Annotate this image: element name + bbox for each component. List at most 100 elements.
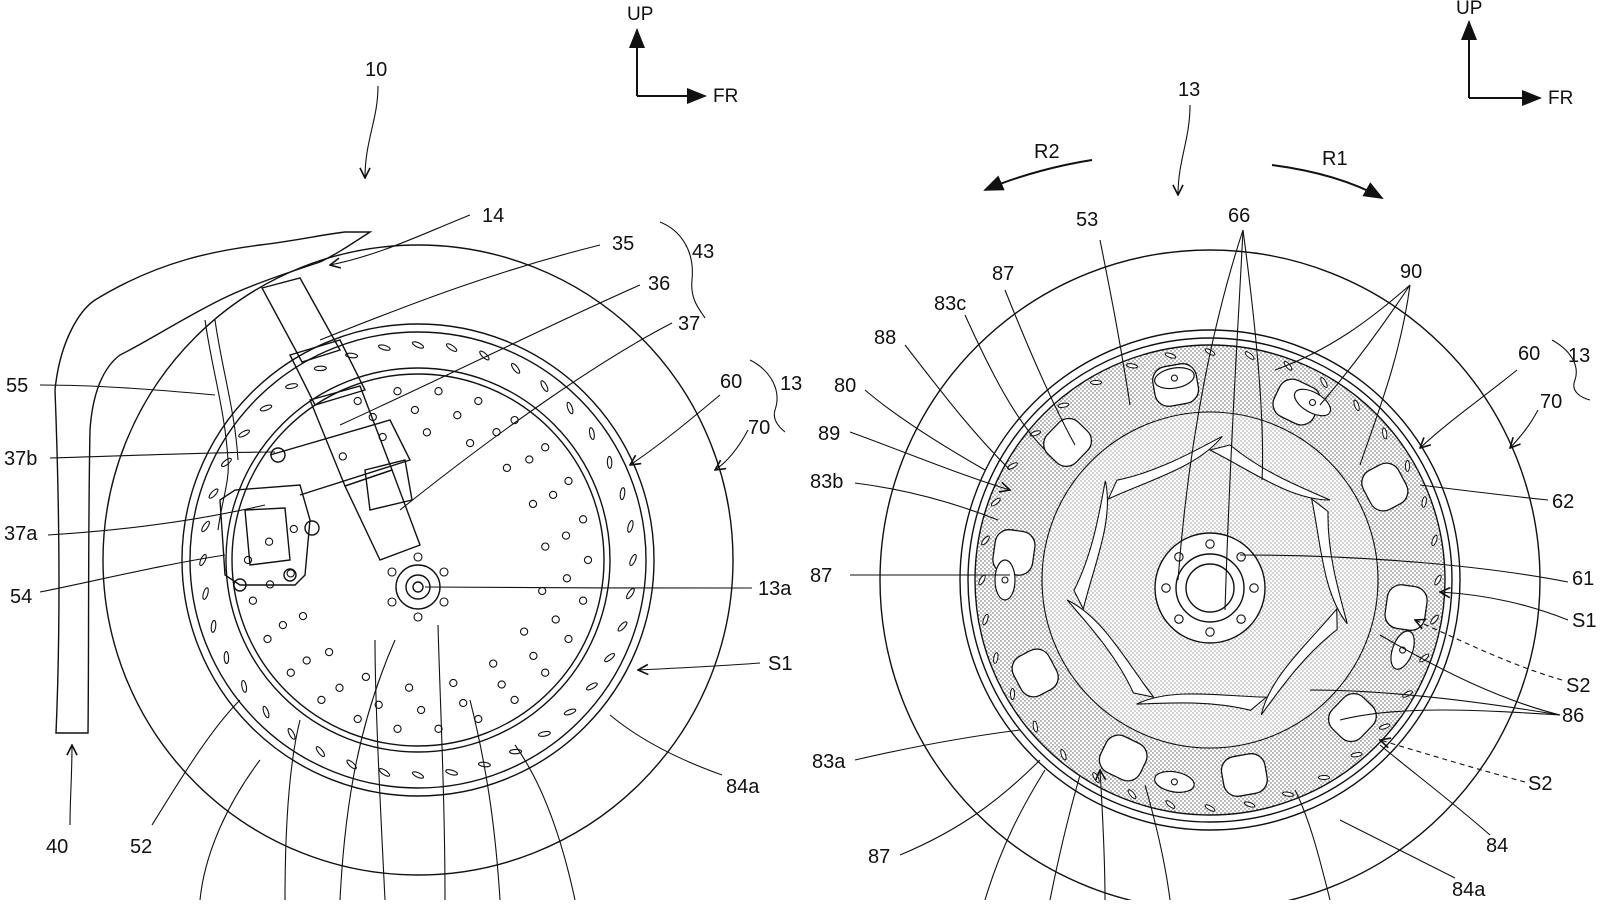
disc-hole (580, 597, 587, 604)
disc-hole (303, 657, 310, 664)
disc-hole (394, 725, 401, 732)
disc-hole (475, 397, 482, 404)
label-14: 14 (482, 205, 504, 227)
label-13-right: 13 (1568, 345, 1590, 367)
left-disc-holes (244, 388, 591, 733)
disc-hole (423, 429, 430, 436)
disc-hole (244, 556, 251, 563)
disc-slot (540, 380, 550, 393)
hub-bolt (440, 568, 448, 576)
label-S2-lower: S2 (1528, 773, 1552, 795)
disc-hole (584, 556, 591, 563)
disc-slot (262, 706, 270, 719)
disc-hole (418, 706, 425, 713)
disc-hole (326, 649, 333, 656)
disc-hole (467, 440, 474, 447)
hub-bolt (388, 598, 396, 606)
disc-slot (315, 746, 326, 758)
left-callouts: 10 14 35 36 37 43 55 37b 37a 54 60 13 (4, 59, 802, 900)
label-80: 80 (834, 375, 856, 397)
hub-bolt (1237, 553, 1245, 561)
disc-slot (607, 456, 612, 468)
label-70-right: 70 (1540, 391, 1562, 413)
disc-hole (552, 616, 559, 623)
hub-bolt (1237, 615, 1245, 623)
label-60-left: 60 (720, 371, 742, 393)
label-40: 40 (46, 836, 68, 858)
disc-hole (299, 613, 306, 620)
disc-hole (542, 444, 549, 451)
disc-slot (445, 342, 457, 352)
label-S1-right: S1 (1572, 610, 1596, 632)
hub-bolt (388, 568, 396, 576)
left-direction-indicator: UP FR (627, 4, 738, 107)
disc-slot (200, 520, 210, 532)
disc-hole (550, 491, 557, 498)
disc-hole (336, 684, 343, 691)
left-rim-inner (190, 332, 646, 788)
disc-slot (589, 427, 596, 440)
label-52: 52 (130, 836, 152, 858)
left-figure-side-view: UP FR (4, 4, 802, 900)
label-83a: 83a (812, 751, 846, 773)
disc-hole (264, 635, 271, 642)
disc-slot (378, 767, 390, 777)
disc-slot (604, 652, 616, 663)
disc-slot (620, 487, 626, 499)
label-88: 88 (874, 327, 896, 349)
label-60-right: 60 (1518, 343, 1540, 365)
disc-slot (238, 429, 251, 439)
disc-slot (412, 340, 425, 349)
label-13a: 13a (758, 578, 792, 600)
hub-bolt (414, 613, 422, 621)
label-10: 10 (365, 59, 387, 81)
disc-slot (627, 520, 635, 533)
label-37a: 37a (4, 523, 38, 545)
left-up-label: UP (627, 4, 653, 25)
label-37b: 37b (4, 448, 37, 470)
label-86: 86 (1562, 705, 1584, 727)
disc-hole (565, 635, 572, 642)
disc-hole (287, 570, 294, 577)
disc-hole (287, 669, 294, 676)
disc-slot (1011, 689, 1015, 700)
disc-hole (406, 684, 413, 691)
label-90: 90 (1400, 261, 1422, 283)
disc-hole (539, 587, 546, 594)
hub-bolt (1175, 553, 1183, 561)
disc-hole (521, 628, 528, 635)
disc-hole (394, 388, 401, 395)
hub-bolt (414, 553, 422, 561)
disc-hole (526, 456, 533, 463)
label-61: 61 (1572, 568, 1594, 590)
disc-hole (580, 516, 587, 523)
label-87-bottom: 87 (868, 846, 890, 868)
disc-slot (224, 652, 229, 664)
hub-bolt (1206, 628, 1214, 636)
disc-slot (208, 488, 219, 500)
label-84a-left: 84a (726, 776, 760, 798)
disc-hole (450, 679, 457, 686)
hub-bolt (1162, 584, 1170, 592)
left-brake-hose (205, 320, 228, 530)
left-brake-caliper (220, 420, 410, 591)
disc-hole (266, 538, 273, 545)
right-figure-side-view: UP FR R2 R1 (810, 0, 1596, 900)
label-S1-left: S1 (768, 653, 792, 675)
disc-hole (279, 622, 286, 629)
disc-slot (445, 769, 458, 777)
disc-hole (362, 673, 369, 680)
label-36: 36 (648, 273, 670, 295)
hub-bolt (440, 598, 448, 606)
disc-slot (260, 404, 273, 412)
disc-hole (460, 699, 467, 706)
right-fr-label: FR (1548, 88, 1573, 109)
label-70-left: 70 (748, 417, 770, 439)
disc-slot (241, 680, 248, 693)
disc-slot (202, 587, 210, 600)
label-R1: R1 (1322, 148, 1348, 170)
label-13-left: 13 (780, 373, 802, 395)
disc-slot (566, 402, 574, 415)
